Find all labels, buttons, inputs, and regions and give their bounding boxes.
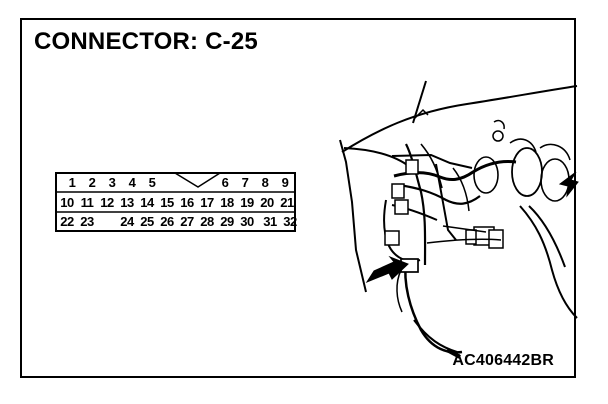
pin-label: 18 bbox=[220, 195, 234, 210]
pin-label: 6 bbox=[221, 175, 229, 190]
pin-label: 4 bbox=[128, 175, 136, 190]
pin-label: 12 bbox=[100, 195, 114, 210]
pin-label: 17 bbox=[200, 195, 214, 210]
pin-label: 19 bbox=[240, 195, 254, 210]
connector-outline bbox=[55, 172, 296, 232]
pin-label: 30 bbox=[240, 214, 254, 229]
pin-label: 3 bbox=[108, 175, 116, 190]
pin-label: 11 bbox=[80, 195, 94, 210]
pin-label: 22 bbox=[60, 214, 74, 229]
pin-label: 24 bbox=[120, 214, 134, 229]
diagram-frame: CONNECTOR: C-25 1 2 3 4 5 6 7 8 9 10 11 … bbox=[20, 18, 579, 378]
dashboard-harness-illustration bbox=[339, 80, 579, 359]
pin-label: 26 bbox=[160, 214, 174, 229]
pin-label: 23 bbox=[80, 214, 94, 229]
pin-label: 29 bbox=[220, 214, 234, 229]
pin-label: 7 bbox=[241, 175, 249, 190]
pin-label: 10 bbox=[60, 195, 74, 210]
pin-label: 20 bbox=[260, 195, 274, 210]
pin-label: 2 bbox=[88, 175, 96, 190]
pin-label: 1 bbox=[68, 175, 76, 190]
pin-label: 21 bbox=[280, 195, 294, 210]
pin-label: 16 bbox=[180, 195, 194, 210]
pin-label: 32 bbox=[283, 214, 297, 229]
pin-label: 27 bbox=[180, 214, 194, 229]
pin-label: 9 bbox=[281, 175, 289, 190]
pin-label: 13 bbox=[120, 195, 134, 210]
pin-label: 5 bbox=[148, 175, 156, 190]
pin-label: 28 bbox=[200, 214, 214, 229]
page-title: CONNECTOR: C-25 bbox=[34, 28, 258, 55]
pin-label: 14 bbox=[140, 195, 154, 210]
diagram-code: AC406442BR bbox=[452, 352, 554, 369]
connector-face: 1 2 3 4 5 6 7 8 9 10 11 12 13 14 15 16 1… bbox=[55, 172, 297, 232]
pin-label: 8 bbox=[261, 175, 269, 190]
pin-label: 31 bbox=[263, 214, 277, 229]
pin-label: 15 bbox=[160, 195, 174, 210]
pin-label: 25 bbox=[140, 214, 154, 229]
